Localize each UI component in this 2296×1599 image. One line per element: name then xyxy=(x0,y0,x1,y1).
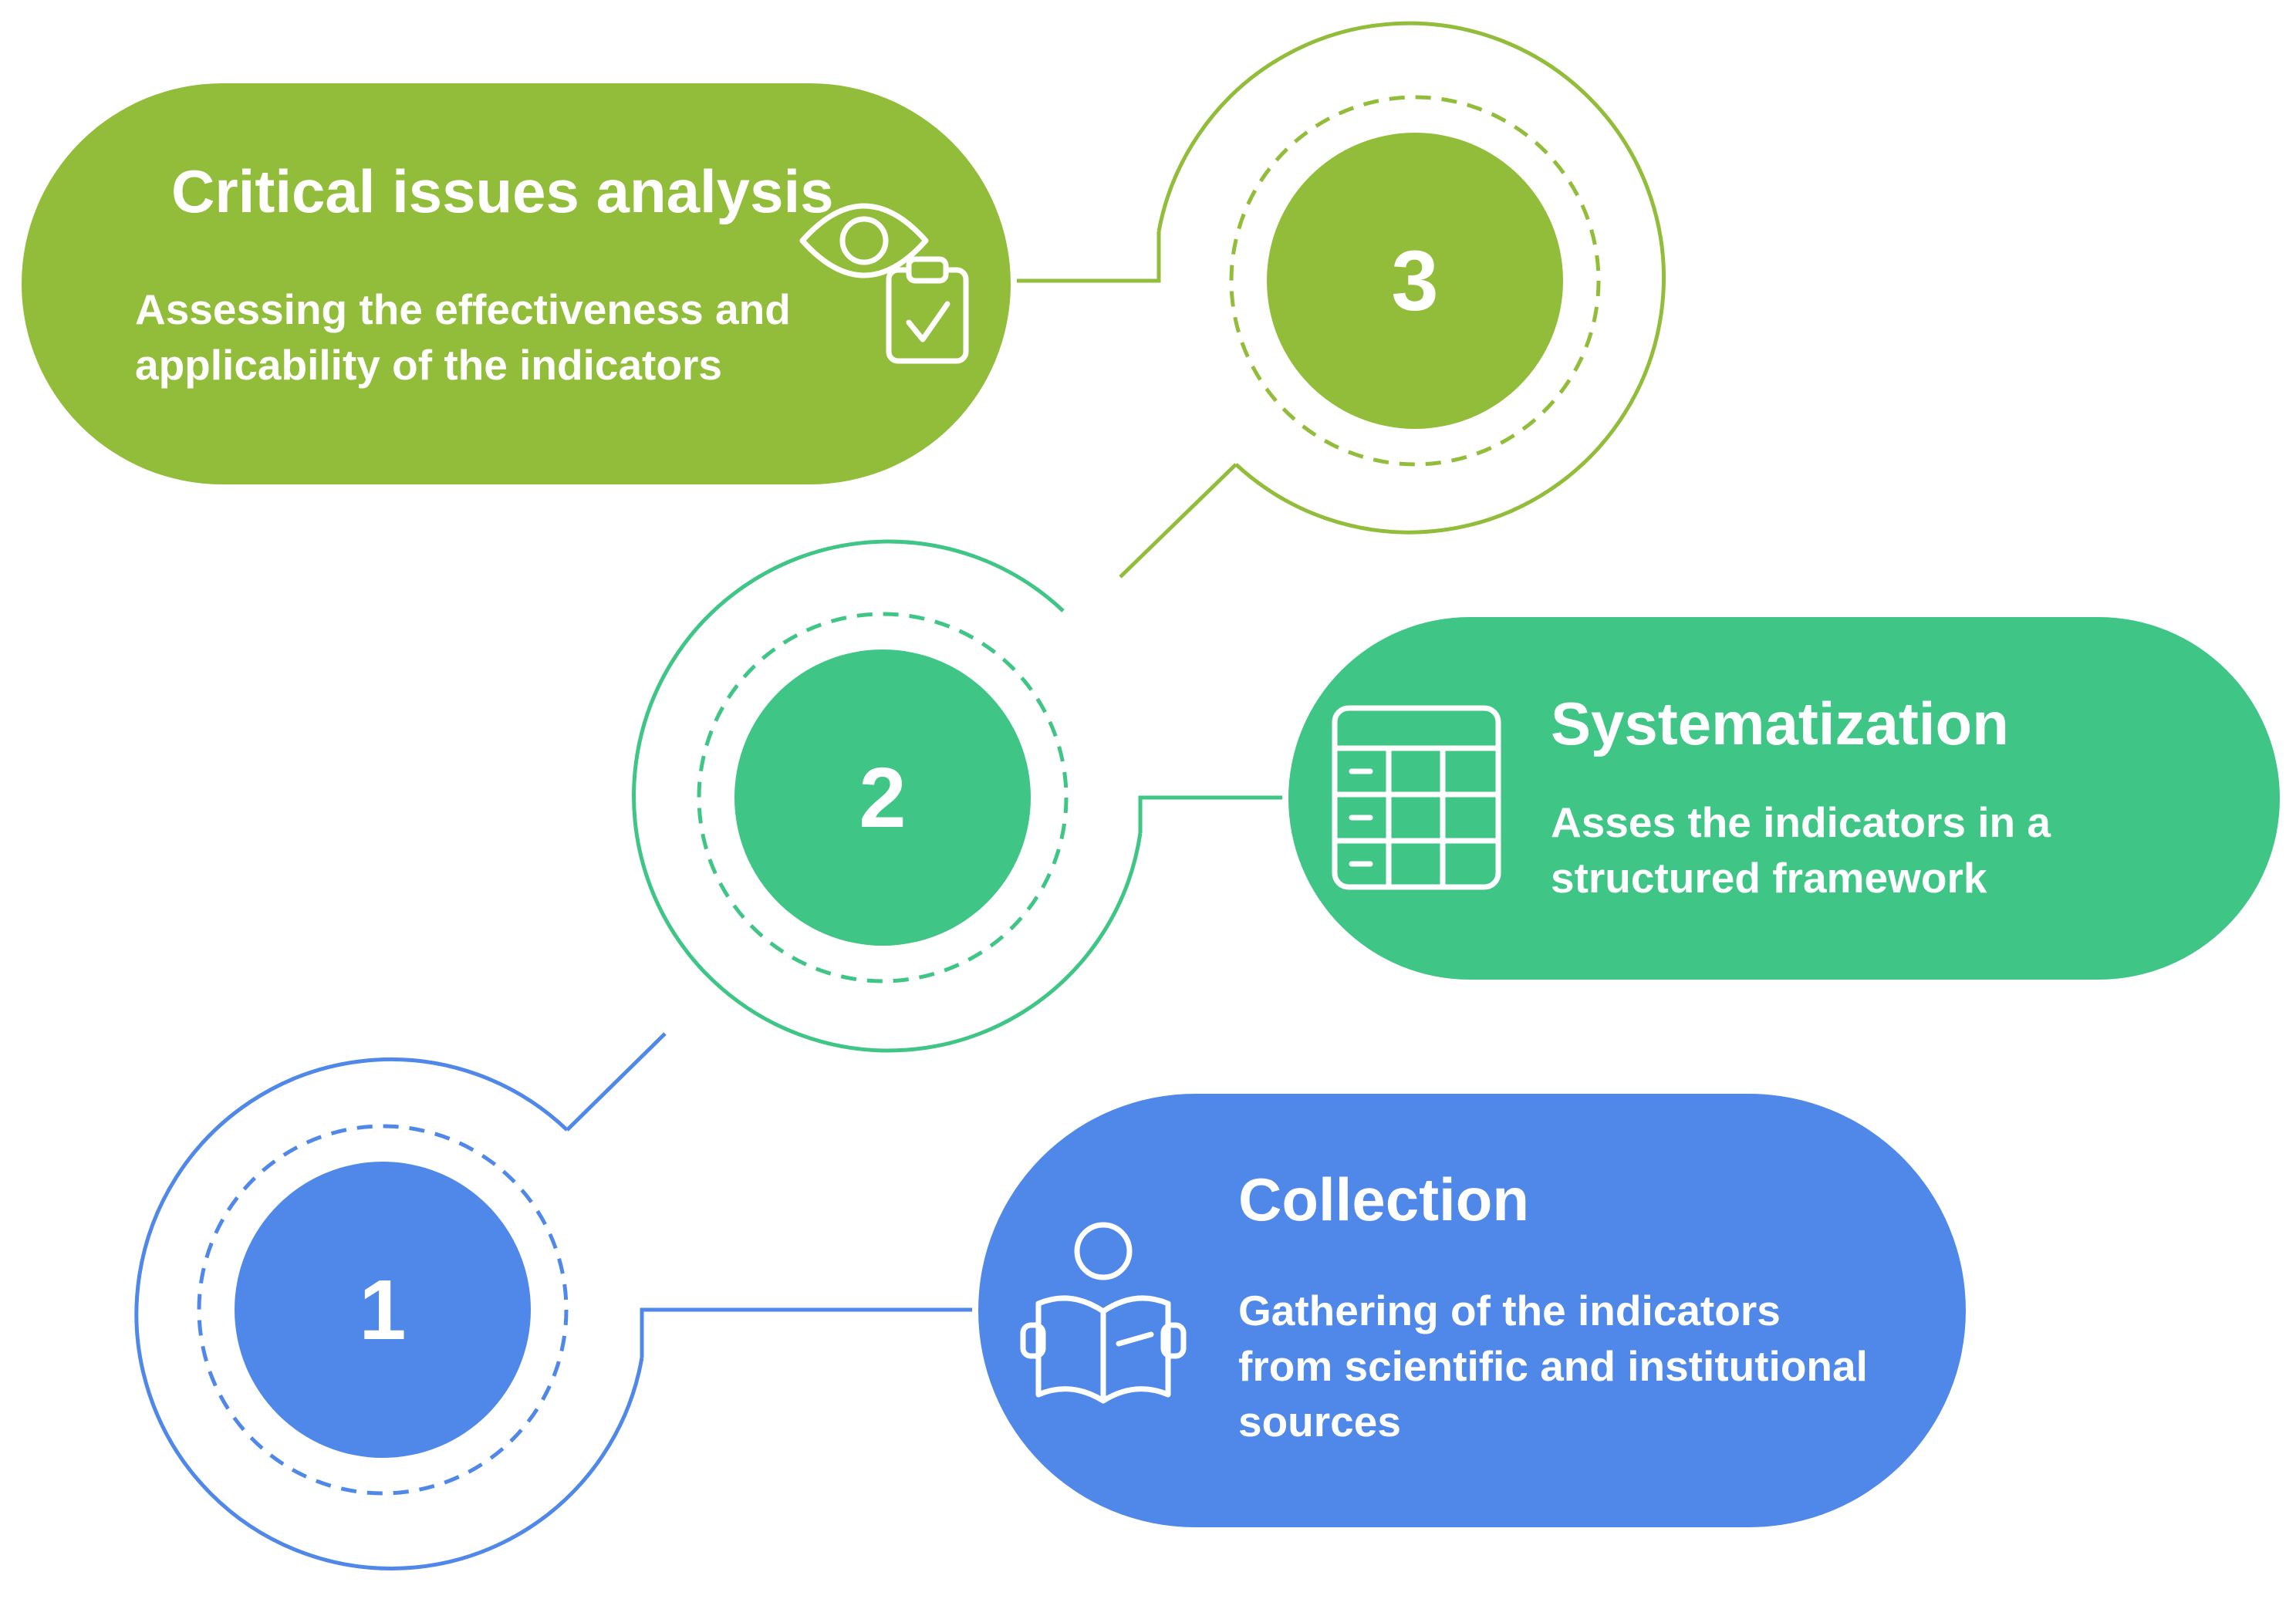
step-2: 2 Systematization Asses the indicators i… xyxy=(632,539,2280,1053)
step-1-connector xyxy=(640,1307,972,1358)
step-3-desc-line-2: applicability of the indicators xyxy=(135,341,722,389)
step-1-desc-line-2: from scientific and institutional xyxy=(1238,1342,1868,1390)
step-1-number: 1 xyxy=(359,1263,406,1358)
step-3: 3 Critical issues analysis Assessing the… xyxy=(22,21,1666,579)
step-1-number-circle xyxy=(235,1162,531,1458)
step-2-desc-line-2: structured framework xyxy=(1551,854,1987,902)
step-1-card xyxy=(978,1094,1966,1527)
step-3-dashed-ring xyxy=(1229,95,1601,467)
step-3-title: Critical issues analysis xyxy=(171,157,834,225)
step-2-number-circle xyxy=(734,649,1031,946)
step-3-number-circle xyxy=(1267,133,1563,429)
reading-person-icon xyxy=(1020,1222,1187,1404)
step-2-outer-ring xyxy=(632,539,1143,1053)
step-2-tail xyxy=(566,1032,667,1132)
step-3-connector xyxy=(1017,231,1161,283)
step-2-desc-line-1: Asses the indicators in a xyxy=(1551,798,2051,846)
step-2-number: 2 xyxy=(859,751,906,845)
step-3-desc-line-1: Assessing the effectiveness and xyxy=(135,285,791,333)
step-3-outer-ring xyxy=(1156,21,1666,535)
step-3-tail xyxy=(1119,463,1237,579)
table-grid-icon xyxy=(1332,705,1501,890)
eye-clipboard-icon xyxy=(799,203,969,364)
step-2-card xyxy=(1288,617,2280,980)
step-1: 1 Collection Gathering of the indicators… xyxy=(134,1057,1966,1570)
step-3-number: 3 xyxy=(1391,234,1438,329)
step-2-dashed-ring xyxy=(697,612,1069,983)
step-1-desc-line-1: Gathering of the indicators xyxy=(1238,1287,1781,1334)
step-2-connector xyxy=(1138,795,1282,833)
step-1-dashed-ring xyxy=(197,1124,569,1496)
step-3-card xyxy=(22,83,1011,484)
step-1-outer-ring xyxy=(134,1057,644,1570)
step-2-title: Systematization xyxy=(1551,690,2009,757)
step-1-desc-line-3: sources xyxy=(1238,1398,1401,1446)
step-1-title: Collection xyxy=(1238,1166,1529,1233)
